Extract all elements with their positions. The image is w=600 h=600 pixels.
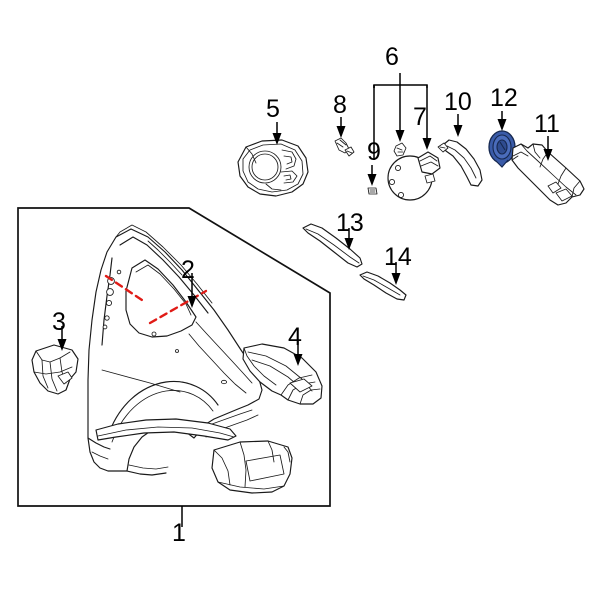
fuel-filler-cap	[387, 151, 441, 201]
leader-13	[344, 228, 354, 250]
callout-label-1[interactable]: 1	[172, 519, 186, 547]
assembly-group-box	[17, 207, 331, 507]
callout-label-10[interactable]: 10	[444, 88, 472, 116]
leader-4	[293, 341, 303, 366]
leader-10	[453, 114, 463, 137]
callout-label-6[interactable]: 6	[385, 43, 399, 71]
leader-9	[367, 165, 377, 186]
leader-12	[497, 111, 507, 131]
door-clip	[393, 142, 407, 157]
leader-2	[187, 273, 197, 308]
callout-label-4[interactable]: 4	[288, 323, 302, 351]
callout-label-2[interactable]: 2	[181, 256, 195, 284]
nut-fastener	[367, 187, 378, 195]
callout-label-11[interactable]: 11	[534, 110, 560, 138]
leader-3	[57, 326, 67, 351]
callout-label-3[interactable]: 3	[52, 308, 66, 336]
callout-label-7[interactable]: 7	[413, 103, 427, 131]
callout-label-9[interactable]: 9	[367, 138, 381, 166]
rear-rail-reinforcement	[242, 343, 323, 405]
molding-strip-lower	[359, 271, 407, 301]
release-rod-lever	[437, 139, 483, 187]
leader-14	[391, 262, 401, 285]
callout-label-13[interactable]: 13	[336, 209, 364, 237]
leader-8	[336, 117, 346, 138]
leader-5	[272, 122, 282, 145]
bracket-left	[31, 344, 79, 395]
fuel-filler-housing	[237, 139, 309, 197]
screw-fastener	[334, 137, 355, 157]
callout-label-12[interactable]: 12	[490, 84, 518, 112]
quarter-panel-outer	[87, 224, 263, 476]
callout-label-5[interactable]: 5	[266, 95, 280, 123]
inner-long-strip	[95, 418, 237, 441]
callout-label-8[interactable]: 8	[333, 91, 347, 119]
filler-neck-seal-grommet	[488, 130, 516, 168]
molding-strip-upper	[302, 223, 363, 268]
inner-lower-panel	[211, 440, 293, 494]
fuel-door-hardware-group-bracket	[373, 73, 432, 160]
leader-11	[543, 136, 553, 161]
red-dashed-section-marks	[104, 274, 208, 325]
callout-label-14[interactable]: 14	[384, 243, 412, 271]
filler-neck-assembly	[511, 143, 585, 206]
